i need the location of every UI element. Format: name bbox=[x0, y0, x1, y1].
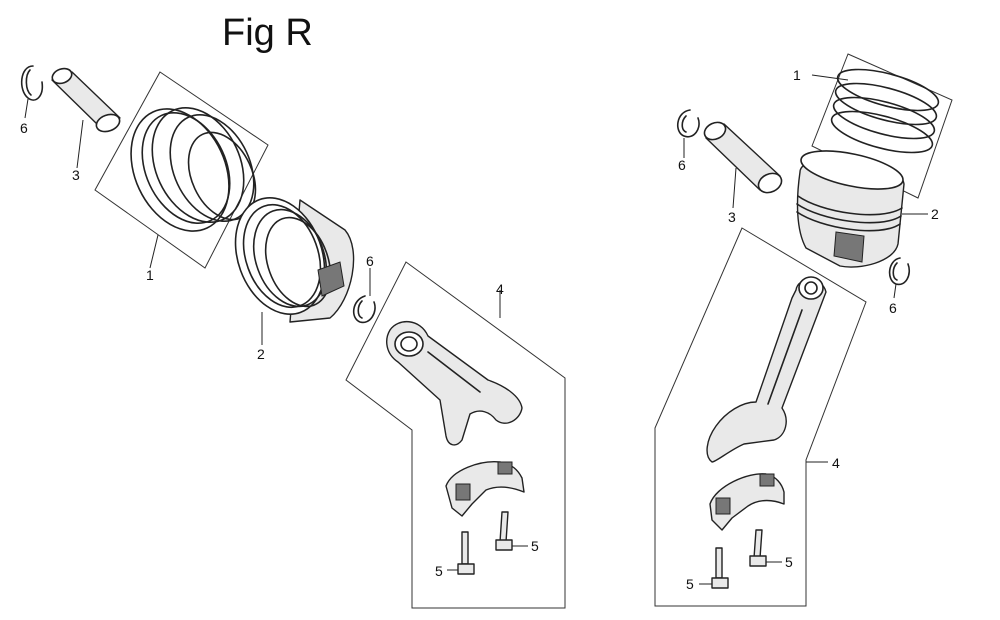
callout-right-rod: 4 bbox=[832, 455, 840, 471]
leader-right-pin bbox=[732, 167, 737, 209]
left-bolt-a bbox=[495, 511, 513, 551]
callout-left-pin: 3 bbox=[72, 167, 80, 183]
callout-left-clip-top: 6 bbox=[20, 120, 28, 136]
callout-right-pin: 3 bbox=[728, 209, 736, 225]
callout-right-rings: 1 bbox=[793, 67, 801, 83]
right-bolt-b bbox=[711, 547, 729, 589]
leader-left-rings bbox=[149, 234, 159, 269]
right-clip-side bbox=[888, 257, 911, 286]
right-bolt-a bbox=[749, 529, 767, 567]
callout-left-rings: 1 bbox=[146, 267, 154, 283]
callout-right-piston: 2 bbox=[931, 206, 939, 222]
callout-left-bolt-a: 5 bbox=[531, 538, 539, 554]
right-ring-set-box bbox=[811, 53, 953, 199]
callout-left-piston: 2 bbox=[257, 346, 265, 362]
callout-right-bolt-a: 5 bbox=[785, 554, 793, 570]
left-bolt-b bbox=[457, 531, 475, 575]
left-clip-side bbox=[352, 295, 376, 324]
right-piston-pin bbox=[703, 121, 783, 194]
left-connecting-rod bbox=[386, 321, 523, 446]
leader-right-clip-side bbox=[893, 283, 897, 299]
callout-right-clip-side: 6 bbox=[889, 300, 897, 316]
right-piston bbox=[796, 150, 905, 268]
left-piston-pin bbox=[51, 67, 121, 133]
left-clip-top bbox=[20, 65, 44, 101]
left-ring-set-box bbox=[94, 71, 269, 269]
callout-left-clip-side: 6 bbox=[366, 253, 374, 269]
right-rod-cap bbox=[709, 473, 785, 531]
leader-right-rings bbox=[811, 74, 849, 81]
callout-right-clip-top: 6 bbox=[678, 157, 686, 173]
callout-left-bolt-b: 5 bbox=[435, 563, 443, 579]
callout-left-rod: 4 bbox=[496, 281, 504, 297]
right-rod-box bbox=[654, 227, 867, 607]
right-clip-top bbox=[677, 109, 700, 138]
left-rod-cap bbox=[445, 461, 525, 517]
callout-right-bolt-b: 5 bbox=[686, 576, 694, 592]
left-piston bbox=[234, 197, 355, 323]
figure-title: Fig R bbox=[222, 12, 313, 54]
leader-left-pin bbox=[76, 119, 84, 169]
left-rod-box bbox=[345, 261, 566, 609]
leader-left-clip-top bbox=[24, 98, 29, 119]
right-connecting-rod bbox=[706, 276, 827, 463]
right-piston-rings bbox=[830, 68, 940, 154]
